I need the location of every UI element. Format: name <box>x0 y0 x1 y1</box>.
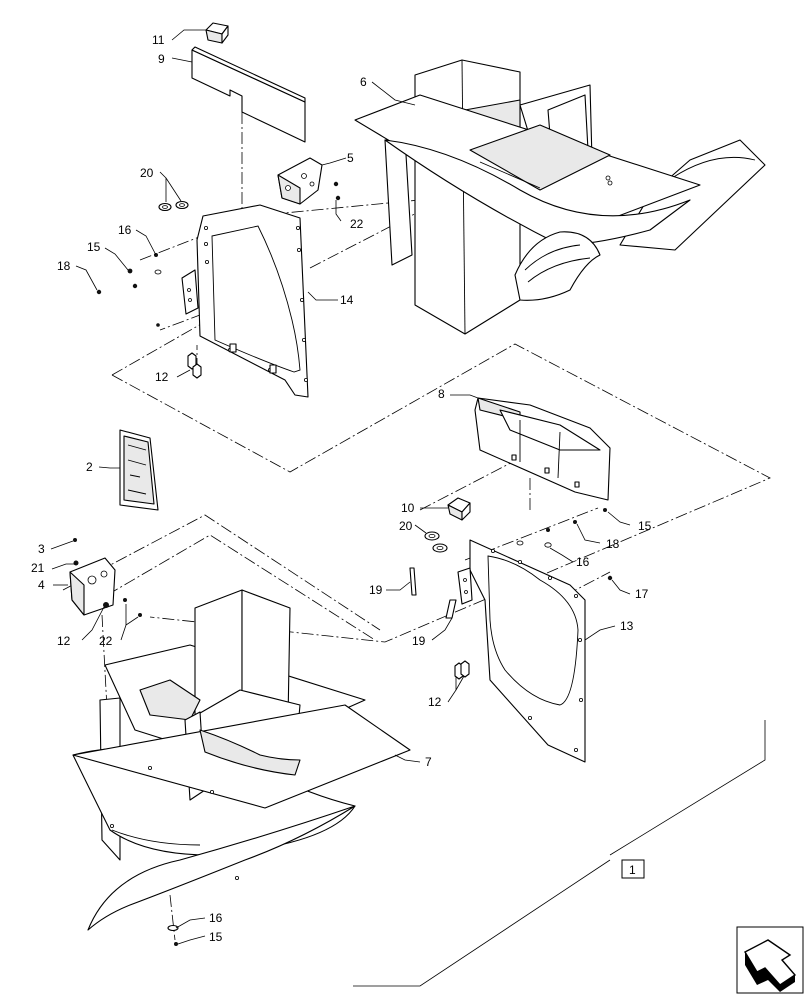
part-20-grommets-lower <box>424 531 448 553</box>
callout-5: 5 <box>347 151 354 165</box>
part-20-grommets-upper <box>158 200 189 212</box>
callout-2: 2 <box>86 460 93 474</box>
callout-15-upper: 15 <box>87 240 101 254</box>
callout-labels: 11 9 6 5 20 22 16 15 18 14 12 8 2 10 20 … <box>31 33 652 944</box>
callout-9: 9 <box>158 52 165 66</box>
part-2-decal <box>119 429 159 511</box>
callout-16-upper: 16 <box>118 223 132 237</box>
callout-6: 6 <box>360 75 367 89</box>
callout-10: 10 <box>401 501 415 515</box>
right-fasteners <box>454 508 613 680</box>
part-19-strips <box>409 567 457 619</box>
part-13-right-panel <box>457 539 586 763</box>
callout-12-right: 12 <box>428 695 442 709</box>
callout-1: 1 <box>629 863 636 877</box>
callout-19-lower: 19 <box>412 634 426 648</box>
callout-17: 17 <box>635 587 649 601</box>
callout-12-left: 12 <box>57 634 71 648</box>
callout-12-upper: 12 <box>155 370 169 384</box>
part-7-lower-structure <box>72 589 411 946</box>
part-6-upper-structure <box>354 59 766 335</box>
part-10-block <box>447 497 471 521</box>
callout-22-lower: 22 <box>99 634 113 648</box>
part-11-block <box>205 22 229 44</box>
callout-8: 8 <box>438 387 445 401</box>
callout-14: 14 <box>340 293 354 307</box>
callout-22-upper: 22 <box>350 217 364 231</box>
callout-11: 11 <box>152 33 165 47</box>
callout-16-lower: 16 <box>209 911 223 925</box>
callout-7: 7 <box>425 755 432 769</box>
callout-15-right: 15 <box>638 519 652 533</box>
part-4-lamp-bracket <box>69 538 142 617</box>
assembly-reference-lines <box>353 720 766 987</box>
callout-19-upper: 19 <box>369 583 383 597</box>
callout-4: 4 <box>38 578 45 592</box>
callout-21: 21 <box>31 561 45 575</box>
part-5-bracket <box>277 157 323 205</box>
callout-20-upper: 20 <box>140 166 154 180</box>
upper-fasteners <box>96 181 341 379</box>
callout-13: 13 <box>620 619 634 633</box>
callout-18-upper: 18 <box>57 259 71 273</box>
callout-15-lower: 15 <box>209 930 223 944</box>
part-9-cover-strip <box>191 46 306 143</box>
callout-1-box <box>621 859 645 879</box>
part-14-left-panel <box>181 204 309 398</box>
leader-lines <box>50 29 631 945</box>
part-8-trim-panel <box>474 397 611 501</box>
callout-20-lower: 20 <box>399 519 413 533</box>
callout-3: 3 <box>38 542 45 556</box>
callout-18-right: 18 <box>606 537 620 551</box>
previous-page-arrow-icon[interactable] <box>736 926 804 994</box>
callout-16-right: 16 <box>576 555 590 569</box>
